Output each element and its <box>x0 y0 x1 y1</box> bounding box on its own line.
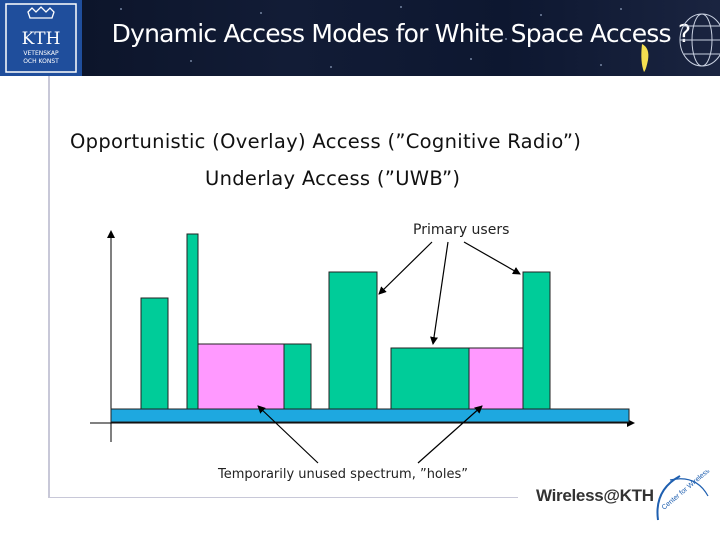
star-dot <box>600 64 602 66</box>
bottom-rule <box>48 497 518 498</box>
arrow-primary-3 <box>463 241 521 275</box>
primary-band-6 <box>522 271 551 410</box>
kth-crest-icon: KTH VETENSKAP OCH KONST <box>5 3 77 73</box>
star-dot <box>120 8 122 10</box>
star-dot <box>470 58 472 60</box>
kth-logo: KTH VETENSKAP OCH KONST <box>0 0 82 76</box>
wireless-kth-brand: Wireless@KTH <box>536 486 654 505</box>
primary-users-label: Primary users <box>413 222 509 238</box>
overlay-access-text: Opportunistic (Overlay) Access (”Cogniti… <box>70 130 582 153</box>
primary-band-4 <box>328 271 378 410</box>
underlay-access-text: Underlay Access (”UWB”) <box>205 167 461 190</box>
seal-text: Center for Wireless Systems <box>661 470 714 512</box>
star-dot <box>620 8 622 10</box>
underlay-band <box>110 408 630 423</box>
star-dot <box>260 12 262 14</box>
logo-text-main: KTH <box>22 29 61 49</box>
primary-band-1 <box>140 297 169 410</box>
star-dot <box>540 14 542 16</box>
logo-text-sub1: VETENSKAP <box>23 50 59 57</box>
star-dot <box>300 40 302 42</box>
arrow-primary-2 <box>430 241 449 345</box>
footer-logo: Wireless@KTH Center for Wireless Systems <box>530 470 720 532</box>
logo-text-sub2: OCH KONST <box>23 58 59 65</box>
primary-band-3 <box>283 343 312 410</box>
primary-band-2 <box>186 233 199 410</box>
comet-icon <box>641 44 649 72</box>
title-banner: KTH VETENSKAP OCH KONST Dynamic Access M… <box>0 0 720 76</box>
star-dot <box>400 6 402 8</box>
hole-band-2 <box>468 347 525 410</box>
slide-title: Dynamic Access Modes for White Space Acc… <box>111 19 692 48</box>
star-dot <box>330 66 332 68</box>
hole-band-1 <box>197 343 285 410</box>
holes-label: Temporarily unused spectrum, ”holes” <box>217 467 468 482</box>
arrow-hole-2 <box>417 405 483 464</box>
globe-icon <box>679 13 720 67</box>
center-seal-icon: Center for Wireless Systems <box>656 470 714 521</box>
star-dot <box>190 60 192 62</box>
star-dot <box>160 30 162 32</box>
arrow-primary-1 <box>378 241 433 295</box>
star-dot <box>505 38 507 40</box>
primary-band-5 <box>390 347 470 410</box>
left-rule <box>48 76 50 498</box>
arrow-hole-1 <box>257 405 319 464</box>
